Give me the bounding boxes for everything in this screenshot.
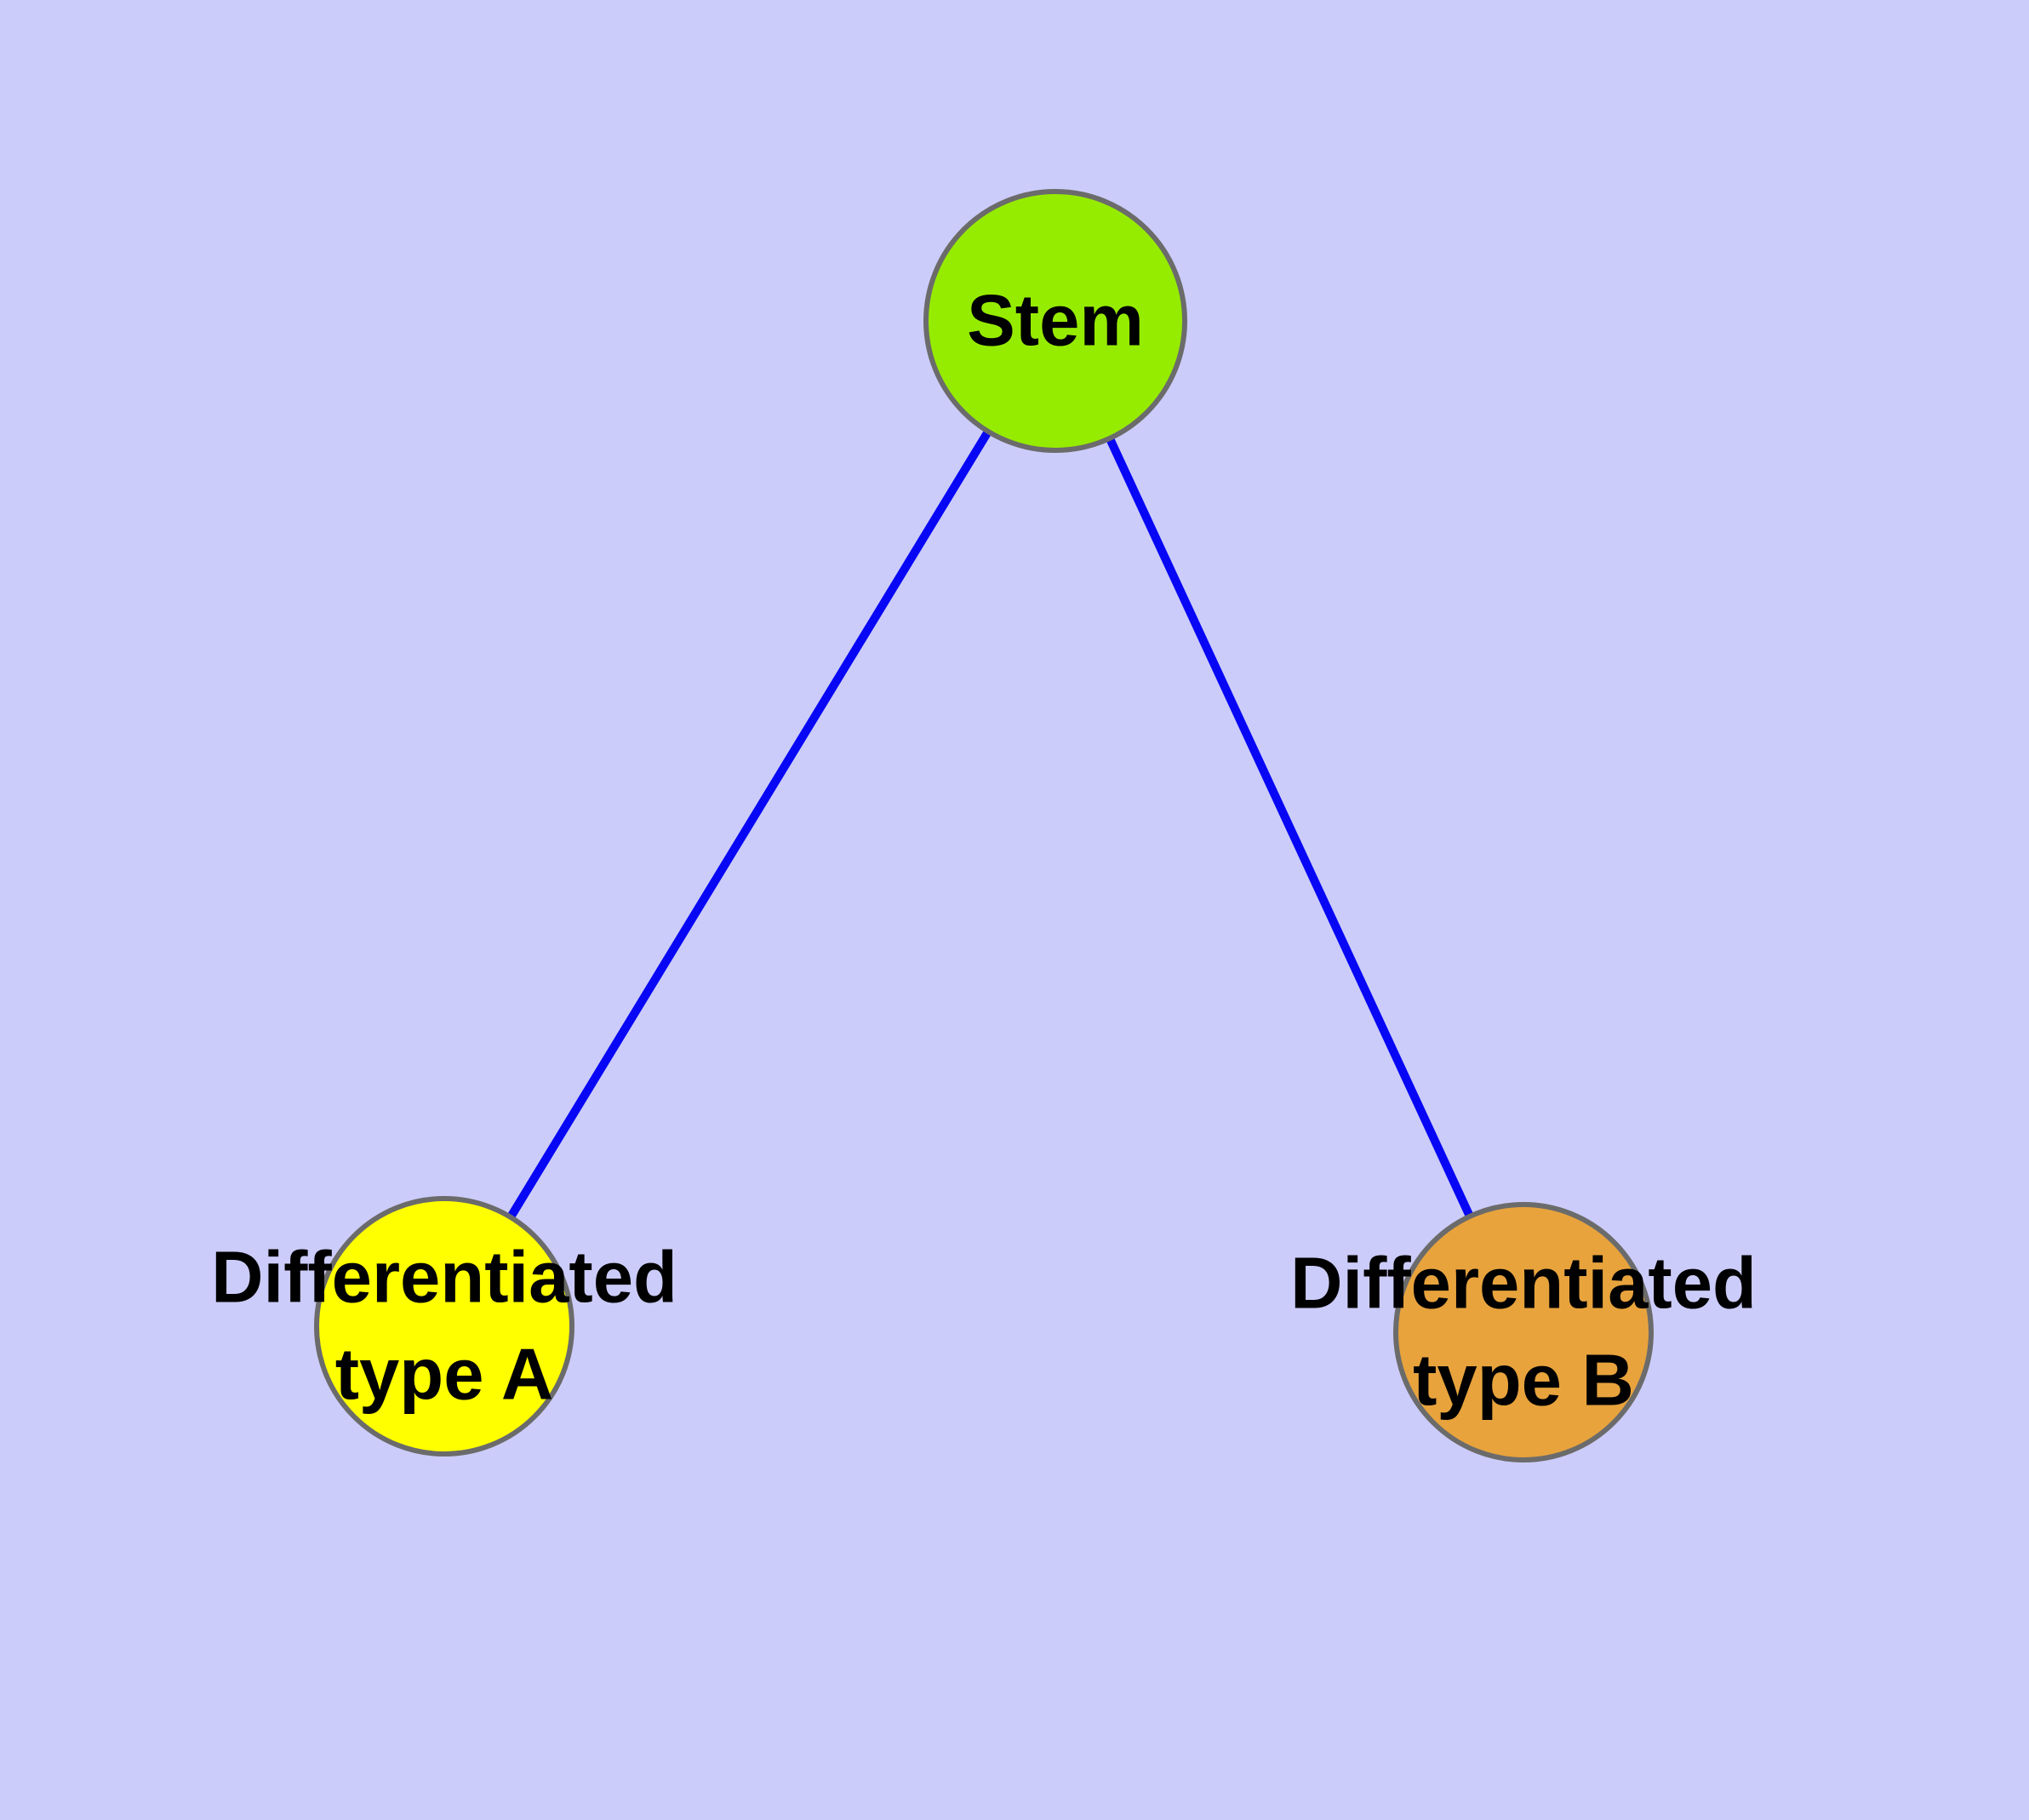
node-differentiated-type-b: [1393, 1202, 1654, 1462]
node-differentiated-type-a: [314, 1196, 574, 1457]
node-label-differentiated-type-a-line1: Differentiated: [211, 1238, 677, 1319]
node-label-stem: Stem: [967, 281, 1144, 362]
edges-layer: [440, 318, 1528, 1335]
edge-stem-to-differentiated-type-b: [1051, 318, 1528, 1335]
edge-stem-to-differentiated-type-a: [440, 318, 1060, 1329]
node-stem: [923, 189, 1187, 453]
node-label-differentiated-type-a-line2: type A: [335, 1335, 554, 1416]
node-label-differentiated-type-b-line2: type B: [1413, 1341, 1634, 1422]
node-label-differentiated-type-b-line1: Differentiated: [1290, 1244, 1757, 1325]
nodes-layer: [314, 189, 1654, 1462]
